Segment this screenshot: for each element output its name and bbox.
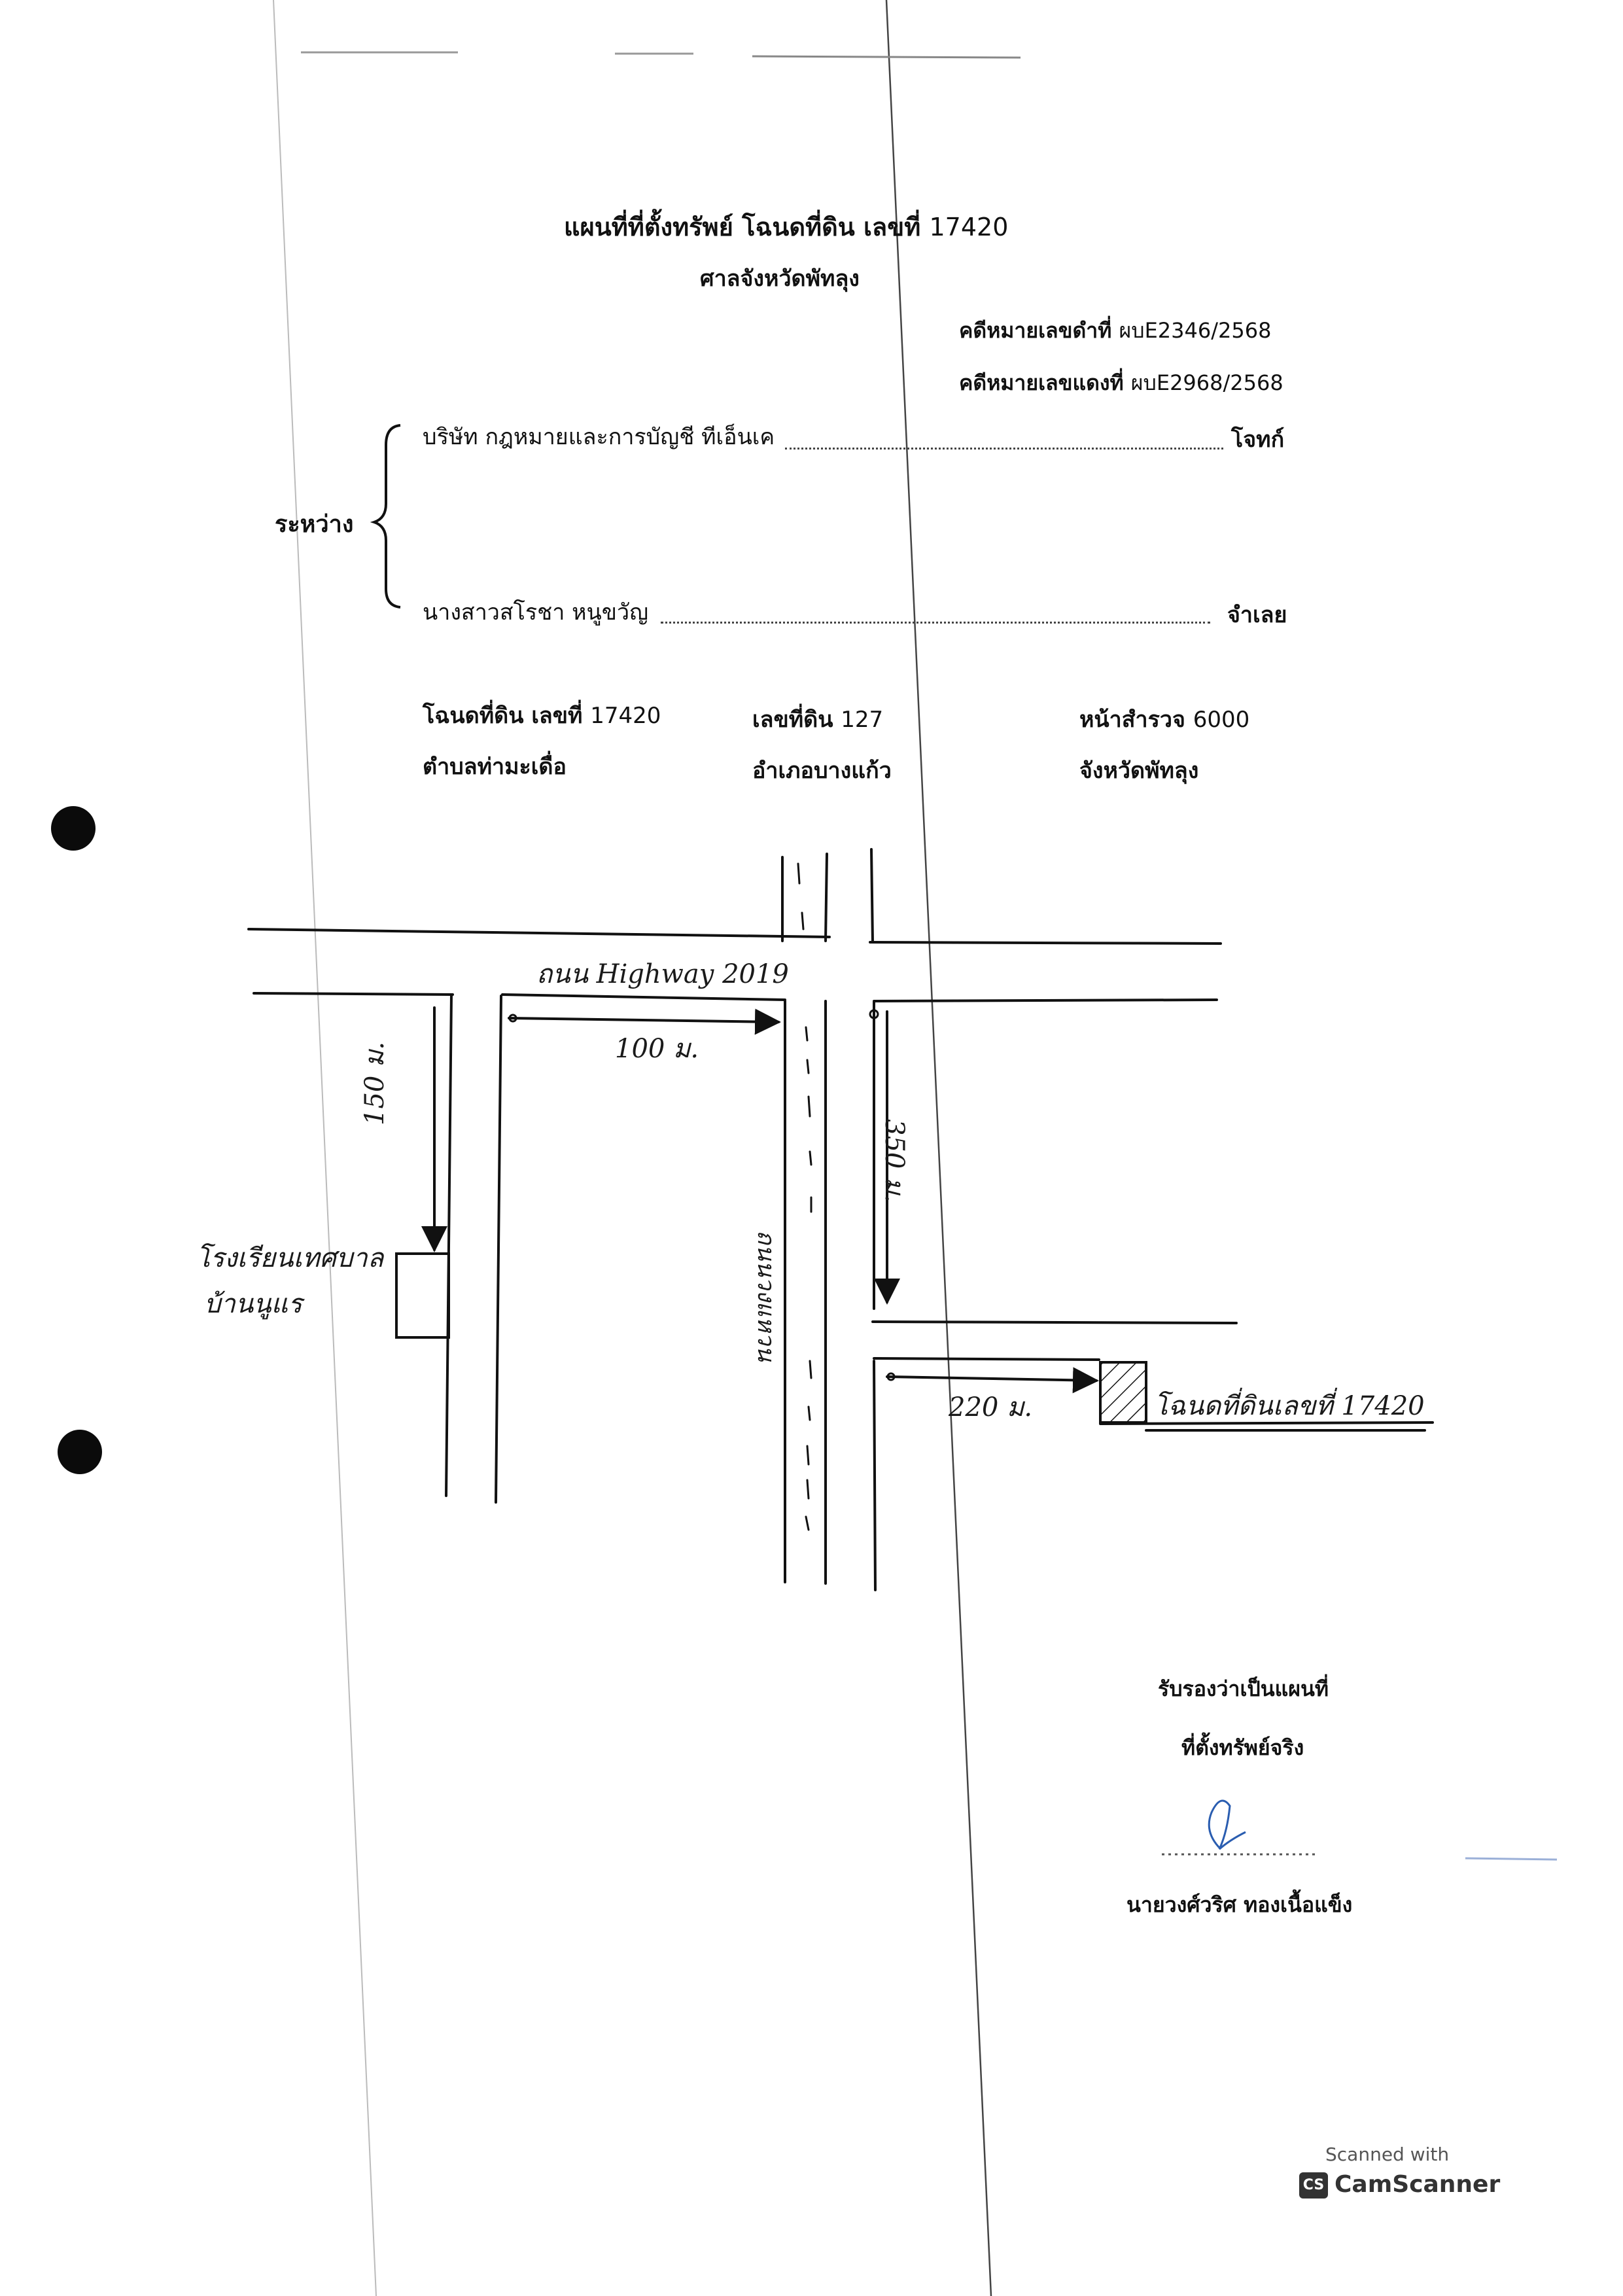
dim-220-line [886, 1367, 1099, 1394]
punch-hole-top [51, 806, 96, 851]
dim-100-line [508, 1008, 781, 1035]
highway-top-edge-right [869, 941, 1222, 945]
parcel-label: โฉนดที่ดินเลขที่ 17420 [1154, 1391, 1425, 1421]
dist-220-label: 220 ม. [949, 1392, 1033, 1422]
red-case-number: คดีหมายเลขแดงที่ ผบE2968/2568 [959, 370, 1283, 395]
highway-label: ถนน Highway 2019 [536, 959, 789, 989]
scanned-with-text: Scanned with [1325, 2144, 1450, 2165]
punch-hole-bottom [58, 1430, 102, 1474]
highway-bottom-edge-left [253, 992, 454, 996]
east-side-road-lower [873, 1360, 877, 1591]
certification-line2: ที่ตั้งทรัพย์จริง [1181, 1735, 1304, 1760]
black-case-number: คดีหมายเลขดำที่ ผบE2346/2568 [959, 318, 1272, 343]
school-label-line1: โรงเรียนเทศบาล [196, 1243, 384, 1273]
highway-bottom-edge-right [873, 998, 1218, 1002]
side-street-bottom [873, 1357, 1100, 1361]
plaintiff-role: โจทก์ [1231, 427, 1285, 453]
plaintiff-name: บริษัท กฎหมายและการบัญชี ทีเอ็นเค [423, 424, 775, 450]
court-name: ศาลจังหวัดพัทลุง [700, 266, 860, 292]
signer-name: นายวงศ์วริศ ทองเนื้อแข็ง [1126, 1892, 1353, 1917]
school-label-line2: บ้านนูแร [204, 1289, 302, 1319]
plaintiff-dotted-line [785, 448, 1223, 450]
ring-road-right-top2 [870, 848, 874, 944]
side-street-top [871, 1320, 1238, 1324]
ring-road-right-top [824, 853, 828, 942]
page-title: แผนที่ที่ตั้งทรัพย์ โฉนดที่ดิน เลขที่ 17… [564, 213, 1009, 241]
subdistrict: ตำบลท่ามะเดื่อ [423, 754, 567, 780]
certification-line1: รับรองว่าเป็นแผนที่ [1158, 1676, 1329, 1701]
defendant-name: นางสาวสโรชา หนูขวัญ [423, 599, 649, 626]
parcel-number: เลขที่ดิน 127 [752, 707, 884, 733]
camscanner-icon: CS [1299, 2172, 1328, 2199]
highway-bottom-edge-mid [501, 993, 786, 1001]
school-box [395, 1252, 450, 1339]
parcel-underline-1 [1099, 1421, 1434, 1425]
between-label: ระหว่าง [275, 511, 354, 538]
defendant-role: จำเลย [1227, 602, 1287, 628]
highway-top-edge [247, 928, 831, 938]
province: จังหวัดพัทลุง [1079, 758, 1199, 784]
soi-left-edge [445, 993, 453, 1497]
survey-page: หน้าสำรวจ 6000 [1079, 707, 1250, 733]
soi-right-edge [495, 995, 502, 1504]
defendant-dotted-line [661, 622, 1210, 624]
district: อำเภอบางแก้ว [752, 758, 892, 784]
dist-100-label: 100 ม. [615, 1034, 699, 1064]
deed-number: โฉนดที่ดิน เลขที่ 17420 [423, 703, 661, 729]
